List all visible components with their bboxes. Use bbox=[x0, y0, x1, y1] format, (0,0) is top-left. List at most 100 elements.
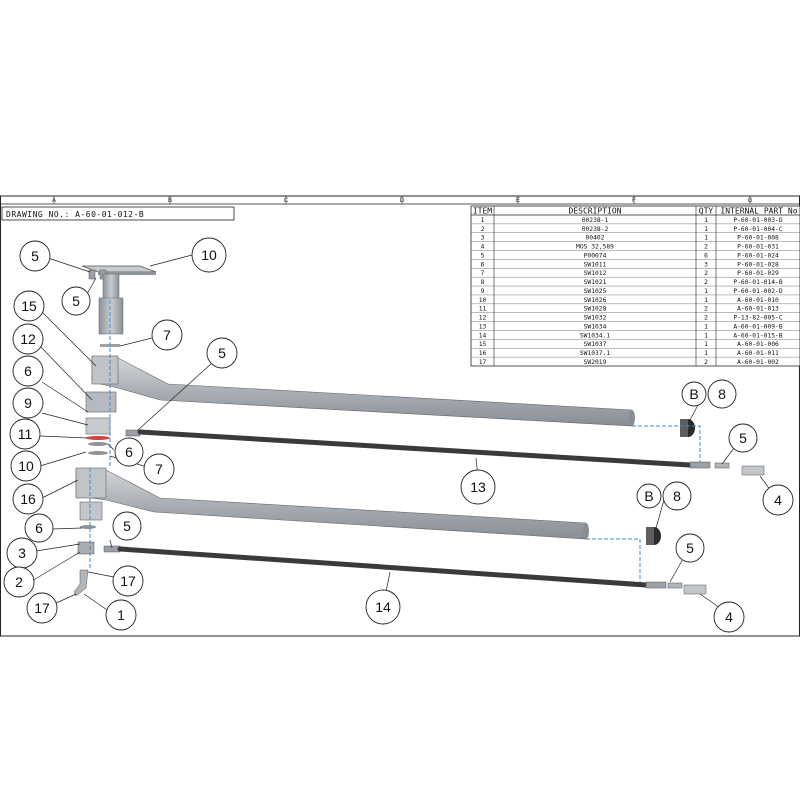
balloon: 11 bbox=[9, 418, 41, 450]
bom-cell-qty: 1 bbox=[704, 341, 708, 348]
bom-cell-item: 1 bbox=[481, 217, 485, 224]
upper-arm bbox=[91, 357, 633, 427]
bom-header-qty: QTY bbox=[699, 207, 714, 216]
balloon: 4 bbox=[713, 601, 745, 633]
o-ring bbox=[86, 436, 110, 440]
bom-cell-item: 9 bbox=[481, 288, 485, 295]
bom-cell-item: 15 bbox=[479, 341, 487, 348]
bom-cell-part-no: P-60-01-003-D bbox=[733, 217, 782, 224]
bom-cell-part-no: P-60-01-014-B bbox=[733, 279, 782, 286]
grid-letter: A bbox=[52, 198, 56, 204]
balloon-label: 10 bbox=[201, 247, 217, 263]
balloon-label: 13 bbox=[470, 479, 486, 495]
upper-arm-end bbox=[629, 410, 635, 426]
bom-cell-item: 13 bbox=[479, 323, 487, 330]
end-cap-body bbox=[680, 419, 688, 437]
balloon-label: 7 bbox=[155, 461, 163, 477]
bom-cell-part-no: P-60-01-028 bbox=[737, 261, 779, 268]
bom-cell-part-no: A-60-01-015-B bbox=[733, 332, 782, 339]
balloon-label: 6 bbox=[24, 363, 32, 379]
balloon: 5 bbox=[112, 511, 142, 541]
bom-cell-item: 4 bbox=[481, 244, 485, 251]
balloon: 6 bbox=[12, 355, 44, 387]
balloon: B bbox=[681, 381, 707, 407]
balloon: 5 bbox=[728, 423, 758, 453]
lower-arm-end bbox=[583, 523, 589, 539]
bom-cell-item: 12 bbox=[479, 315, 487, 322]
upper-arm-hub bbox=[91, 355, 119, 385]
balloon-label: 5 bbox=[686, 540, 694, 556]
bom-cell-qty: 1 bbox=[704, 323, 708, 330]
mounting-plate-edge bbox=[98, 272, 156, 275]
balloon-label: 5 bbox=[123, 518, 131, 534]
bom-cell-description: SW1026 bbox=[584, 297, 607, 304]
bom-cell-part-no: P-60-01-029 bbox=[737, 270, 779, 277]
balloon-label: 8 bbox=[718, 386, 726, 402]
balloon: 5 bbox=[61, 286, 91, 316]
bom-cell-item: 14 bbox=[479, 332, 487, 339]
balloon-label: 5 bbox=[72, 293, 80, 309]
balloon-label: B bbox=[644, 488, 653, 504]
balloon: 6 bbox=[24, 513, 54, 543]
balloon: 5 bbox=[19, 240, 51, 272]
balloon: 10 bbox=[10, 450, 42, 482]
bom-cell-part-no: A-60-01-009-B bbox=[733, 323, 782, 330]
bom-cell-description: SW1011 bbox=[584, 261, 607, 268]
bolt bbox=[88, 269, 96, 280]
balloon-label: 3 bbox=[18, 545, 26, 561]
bom-cell-part-no: A-60-01-002 bbox=[737, 359, 779, 366]
bom-cell-qty: 1 bbox=[704, 297, 708, 304]
balloon-label: 5 bbox=[31, 248, 39, 264]
bom-cell-description: 00238-2 bbox=[582, 226, 609, 233]
balloon: 13 bbox=[460, 469, 496, 505]
bom-cell-description: SW1025 bbox=[584, 288, 607, 295]
balloon-label: 4 bbox=[774, 492, 782, 508]
handle bbox=[73, 569, 89, 597]
bom-cell-description: SW2019 bbox=[584, 359, 607, 366]
balloon-label: 5 bbox=[218, 345, 226, 361]
grid-letter: G bbox=[748, 198, 753, 204]
balloon: 9 bbox=[12, 387, 44, 419]
balloon-label: 15 bbox=[21, 298, 37, 314]
bom-cell-part-no: A-60-01-013 bbox=[737, 306, 779, 313]
balloon: 16 bbox=[12, 483, 44, 515]
bom-cell-description: 00238-1 bbox=[582, 217, 609, 224]
balloon-label: B bbox=[689, 386, 698, 402]
bom-header-description: DESCRIPTION bbox=[569, 207, 622, 216]
bom-cell-qty: 2 bbox=[704, 279, 708, 286]
bom-cell-part-no: A-60-01-010 bbox=[737, 297, 779, 304]
balloon: 12 bbox=[12, 323, 44, 355]
balloon: 17 bbox=[112, 565, 144, 597]
bom-cell-qty: 1 bbox=[704, 288, 708, 295]
bom-cell-qty: 2 bbox=[704, 244, 708, 251]
bom-cell-description: SW1034 bbox=[584, 323, 607, 330]
balloon: 7 bbox=[151, 319, 183, 351]
washer bbox=[88, 442, 108, 446]
drawing-number-box: DRAWING NO.: A-60-01-012-B bbox=[1, 206, 235, 221]
bom-cell-description: SW1028 bbox=[584, 306, 607, 313]
balloon: 14 bbox=[365, 589, 401, 625]
grid-letters: A B C D E F G bbox=[52, 198, 753, 204]
bom-cell-part-no: P-60-01-004-C bbox=[733, 226, 782, 233]
bom-cell-description: SW1037.1 bbox=[580, 350, 611, 357]
bom-cell-qty: 2 bbox=[704, 270, 708, 277]
balloon: 15 bbox=[13, 290, 45, 322]
balloon-label: 17 bbox=[34, 600, 50, 616]
balloon: B bbox=[636, 483, 662, 509]
centerlines bbox=[89, 300, 701, 582]
balloon-label: 7 bbox=[163, 327, 171, 343]
bom-cell-item: 6 bbox=[481, 261, 485, 268]
balloon-label: 16 bbox=[20, 491, 36, 507]
mast-sleeve bbox=[98, 297, 124, 335]
bom-cell-item: 5 bbox=[481, 252, 485, 259]
lower-hose bbox=[117, 546, 649, 588]
drawing-number: DRAWING NO.: A-60-01-012-B bbox=[6, 210, 144, 219]
washer bbox=[80, 525, 96, 529]
hose-end-fitting bbox=[645, 581, 667, 589]
bom-cell-description: MOS 32,589 bbox=[576, 244, 614, 251]
balloon: 7 bbox=[143, 453, 175, 485]
balloon: 1 bbox=[105, 599, 137, 631]
bom-cell-part-no: P-13-82-005-C bbox=[733, 315, 782, 322]
